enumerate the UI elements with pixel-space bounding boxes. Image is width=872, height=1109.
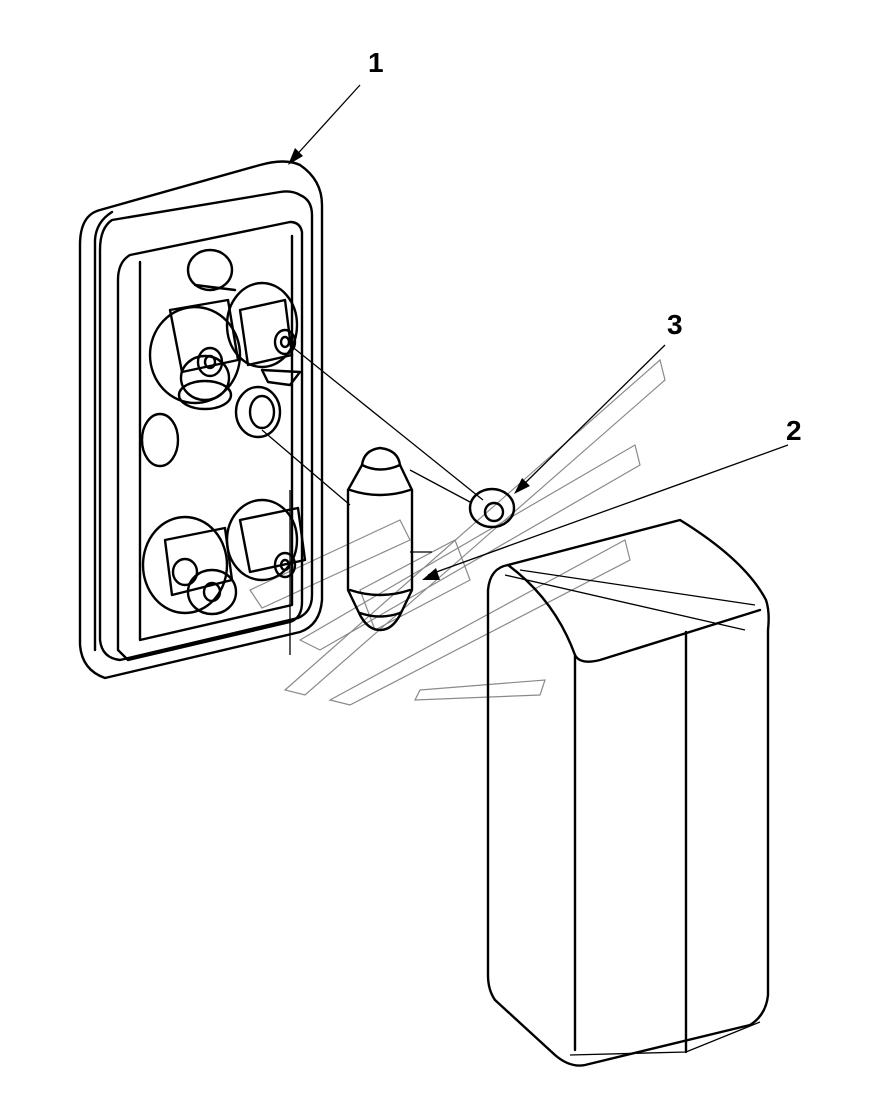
assembly-guides xyxy=(261,344,484,655)
callout-3-label: 3 xyxy=(667,309,683,340)
base-plate xyxy=(78,160,324,680)
connector-top-left xyxy=(148,298,242,411)
connector-top-right xyxy=(225,281,302,387)
watermark-logo xyxy=(249,358,666,706)
lens-cover xyxy=(486,518,770,1067)
callout-2: 2 xyxy=(422,415,802,580)
callout-2-label: 2 xyxy=(786,415,802,446)
connector-bottom-right xyxy=(225,498,307,582)
callout-1: 1 xyxy=(288,47,384,165)
connector-bottom-left xyxy=(141,515,238,616)
callout-3: 3 xyxy=(514,309,683,494)
festoon-bulb xyxy=(346,446,414,632)
washer xyxy=(468,487,516,529)
callout-1-label: 1 xyxy=(368,47,384,78)
